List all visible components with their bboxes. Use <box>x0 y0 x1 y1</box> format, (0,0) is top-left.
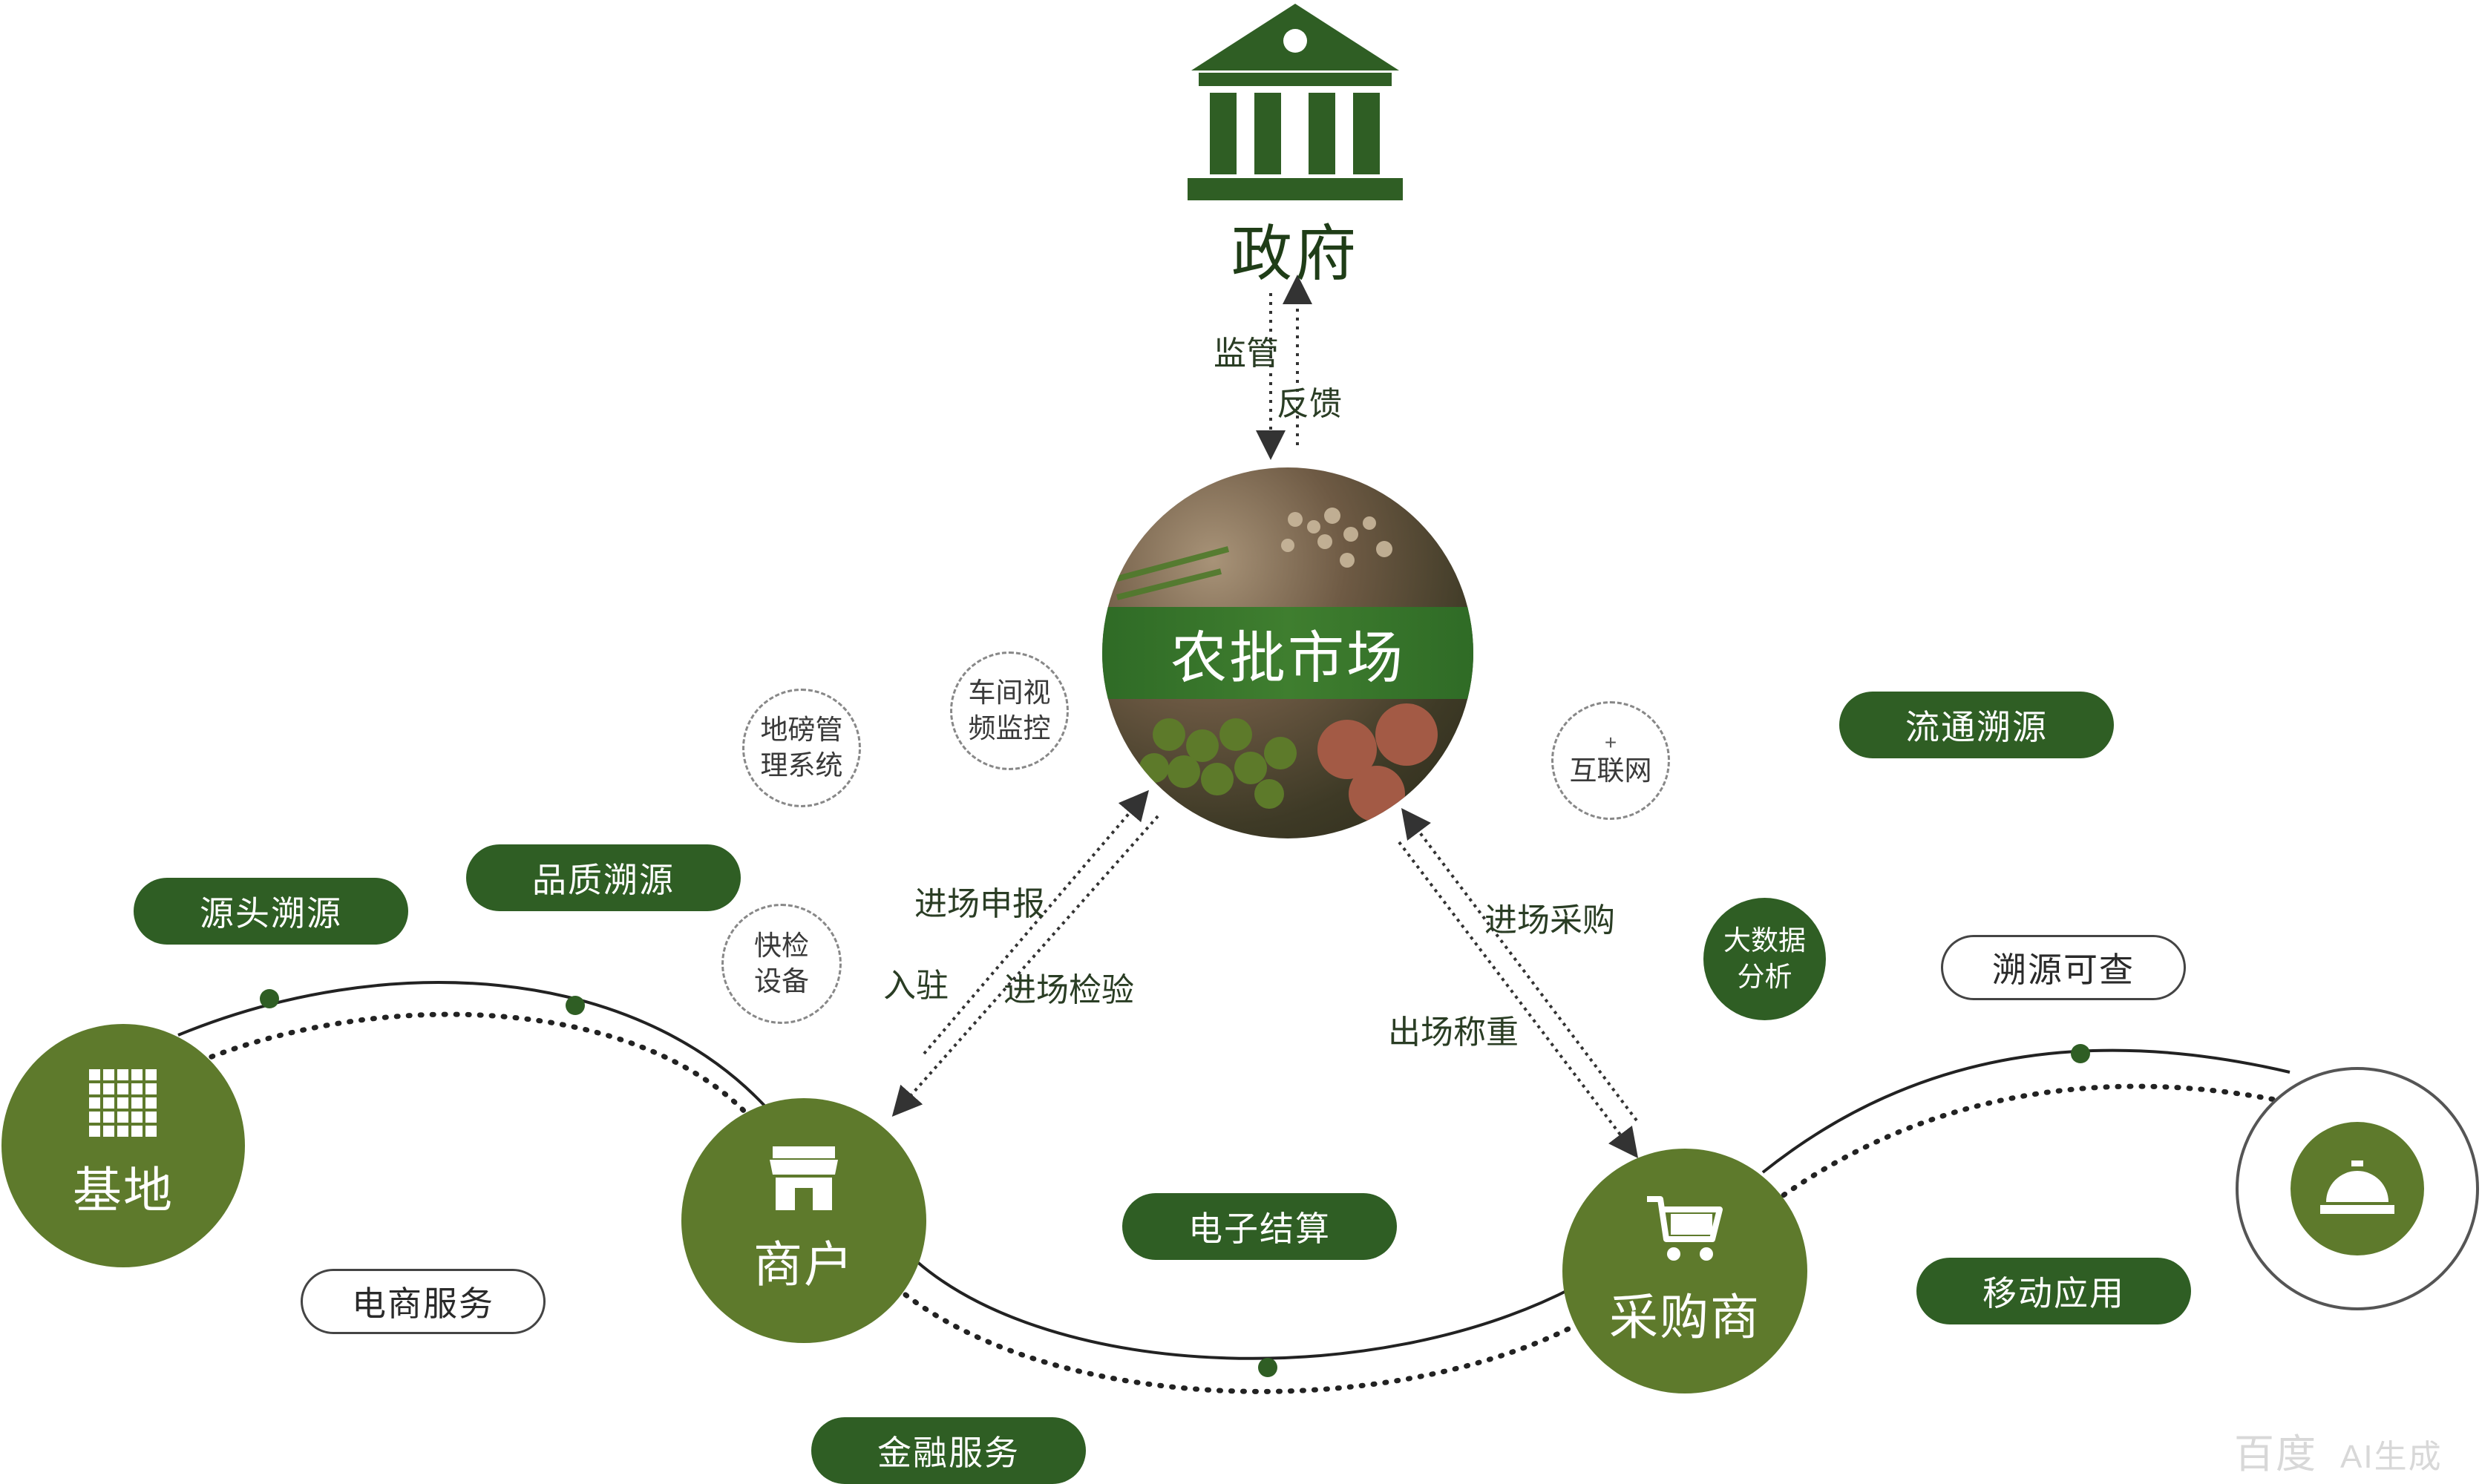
bigdata-line2: 分析 <box>1737 961 1792 992</box>
watermark-brand: 百度 <box>2234 1432 2317 1477</box>
service-bell-badge <box>2291 1122 2424 1255</box>
inspect-label: 进场检验 <box>1003 972 1134 1008</box>
watermark-tag: AI生成 <box>2340 1439 2443 1475</box>
purchaser-node: 采购商 <box>1562 1149 1807 1393</box>
watermark: 百度 AI生成 <box>2234 1421 2443 1480</box>
bigdata-line1: 大数据 <box>1723 925 1806 956</box>
produce-texture <box>1116 508 1438 822</box>
plus-sign: + <box>1604 730 1617 754</box>
rapid-test-line1: 快检 <box>754 930 809 961</box>
source-trace-pill: 源头溯源 <box>134 878 408 945</box>
hub-title-band: 农批市场 <box>1102 607 1473 699</box>
merchant-to-hub-arrow <box>923 789 1149 1055</box>
government-building-icon <box>1188 4 1403 200</box>
supervise-label: 监管 <box>1214 335 1279 372</box>
big-data-circle: 大数据 分析 <box>1703 898 1826 1020</box>
grid-icon <box>89 1069 157 1137</box>
rapid-test-circle: 快检 设备 <box>721 904 842 1024</box>
settle-label: 入驻 <box>883 968 949 1004</box>
stall-mgmt-line1: 地磅管 <box>760 714 843 745</box>
hub-to-merchant-arrow <box>891 815 1159 1117</box>
base-node: 基地 <box>1 1024 245 1267</box>
trace-query-pill: 溯源可查 <box>1941 935 2186 1000</box>
government-label: 政府 <box>1231 220 1359 288</box>
mobile-app-pill: 移动应用 <box>1916 1258 2191 1324</box>
purchaser-label: 采购商 <box>1609 1290 1761 1345</box>
workshop-cam-line1: 车间视 <box>968 677 1051 708</box>
hub-market-circle: 农批市场 <box>1102 467 1473 838</box>
storefront-icon <box>770 1146 838 1210</box>
ecommerce-pill: 电商服务 <box>301 1269 546 1334</box>
merchant-label: 商户 <box>753 1237 854 1292</box>
feedback-label: 反馈 <box>1277 386 1342 422</box>
merchant-node: 商户 <box>681 1098 926 1343</box>
e-settlement-pill: 电子结算 <box>1122 1193 1397 1260</box>
quality-trace-pill: 品质溯源 <box>466 844 741 911</box>
weigh-label: 出场称重 <box>1388 1014 1519 1051</box>
hub-to-purchaser-arrow <box>1398 841 1639 1158</box>
base-label: 基地 <box>73 1163 174 1218</box>
purchase-label: 进场采购 <box>1484 902 1615 939</box>
service-bell-icon <box>2320 1160 2394 1214</box>
internet-label: 互联网 <box>1569 755 1652 786</box>
internet-plus-circle: + 互联网 <box>1551 701 1670 820</box>
shopping-cart-icon <box>1647 1196 1723 1261</box>
workshop-cam-line2: 频监控 <box>968 713 1051 743</box>
workshop-camera-circle: 车间视 频监控 <box>950 651 1069 770</box>
circulation-trace-pill: 流通溯源 <box>1839 692 2114 758</box>
stall-management-circle: 地磅管 理系统 <box>742 689 861 807</box>
purchaser-to-hub-arrow <box>1401 808 1638 1122</box>
stall-mgmt-line2: 理系统 <box>760 750 843 781</box>
finance-pill: 金融服务 <box>811 1417 1086 1484</box>
service-ring <box>2236 1067 2479 1310</box>
rapid-test-line2: 设备 <box>754 966 809 997</box>
hub-title: 农批市场 <box>1170 627 1405 690</box>
declare-label: 进场申报 <box>914 886 1045 922</box>
